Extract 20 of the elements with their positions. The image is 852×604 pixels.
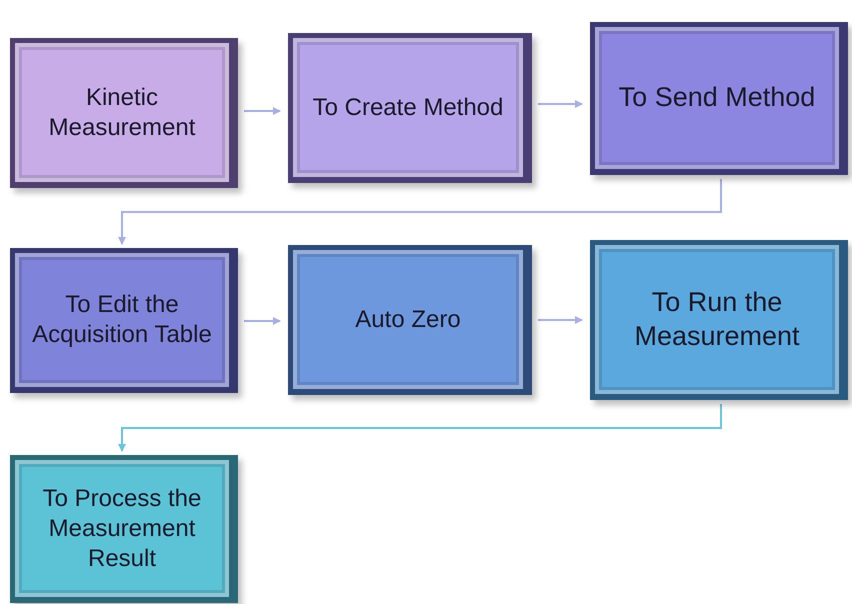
box-label: Auto Zero — [355, 304, 461, 334]
arrow — [118, 179, 722, 245]
arrow — [244, 317, 281, 325]
process-box — [288, 33, 532, 183]
arrow — [538, 316, 583, 324]
box-label: To Create Method — [312, 92, 504, 122]
process-box — [10, 248, 238, 393]
process-box — [288, 245, 532, 395]
process-box — [10, 455, 238, 603]
box-label: To Edit the Acquisition Table — [31, 290, 213, 350]
box-label: To Process the Measurement Result — [42, 484, 202, 574]
arrow — [538, 100, 583, 108]
process-box — [590, 22, 848, 175]
arrow — [118, 404, 722, 452]
box-label: To Run the Measurement — [633, 286, 801, 352]
arrow — [244, 107, 281, 115]
process-box — [590, 240, 848, 400]
box-label: Kinetic Measurement — [48, 82, 196, 142]
box-label: To Send Method — [618, 81, 816, 114]
process-box — [10, 38, 238, 188]
